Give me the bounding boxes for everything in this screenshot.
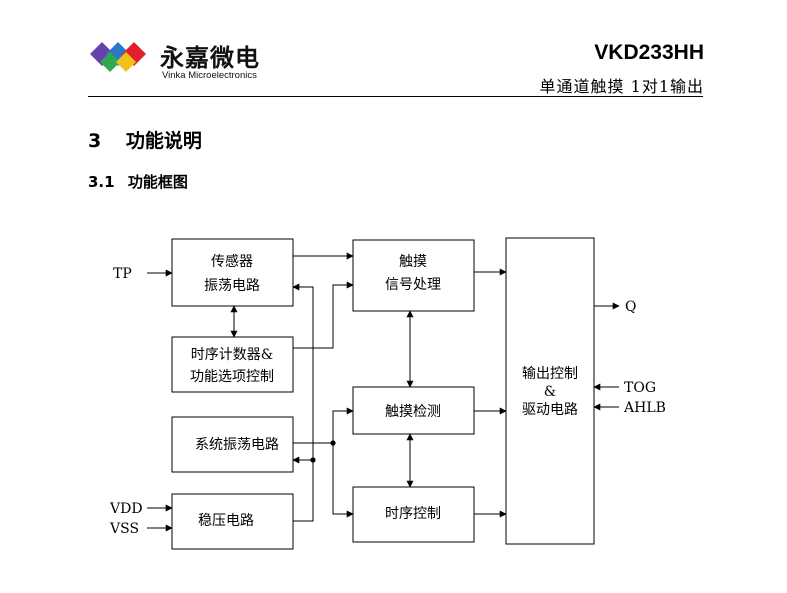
output-driver-label-2: & <box>544 384 556 400</box>
subsection-heading: 3.1 功能框图 <box>88 171 188 192</box>
sysosc-to-timing-arrow <box>332 443 354 518</box>
regulator-to-sensor-arrow <box>292 283 314 522</box>
timing-counter-label-1: 时序计数器& <box>191 347 273 363</box>
logo-diamonds-icon <box>90 42 146 72</box>
touch-detect-block <box>352 386 475 435</box>
output-driver-block <box>505 237 595 545</box>
timing-control-label: 时序控制 <box>385 506 441 522</box>
section-heading: 3 功能说明 <box>88 126 202 153</box>
sensor-label-2: 振荡电路 <box>204 278 260 294</box>
pin-ahlb-label: AHLB <box>623 400 666 416</box>
pin-vdd-label: VDD <box>109 501 143 517</box>
voltage-regulator-label: 稳压电路 <box>198 513 254 529</box>
subsection-number: 3.1 <box>88 173 115 191</box>
timing-counter-block <box>171 336 294 393</box>
output-driver-label-1: 输出控制 <box>522 366 578 382</box>
counter-to-signal-arrow <box>293 281 354 349</box>
junction-dot <box>330 440 336 446</box>
section-title: 功能说明 <box>125 130 202 152</box>
touch-signal-block <box>352 239 475 312</box>
document-subtitle: 单通道触摸 1对1输出 <box>539 77 704 96</box>
header-divider <box>88 96 703 97</box>
pin-tog-label: TOG <box>624 380 656 396</box>
timing-counter-label-2: 功能选项控制 <box>190 369 274 385</box>
junction-dot <box>310 457 316 463</box>
company-name-cn: 永嘉微电 <box>160 44 260 72</box>
pin-tp-label: TP <box>113 266 132 282</box>
part-number: VKD233HH <box>594 41 704 64</box>
company-logo <box>88 38 168 82</box>
pin-q-label: Q <box>625 299 636 315</box>
touch-signal-label-1: 触摸 <box>399 254 427 270</box>
system-oscillator-label: 系统振荡电路 <box>195 437 279 453</box>
sensor-oscillator-block <box>171 238 294 307</box>
sysosc-to-detect-arrow <box>332 407 354 443</box>
timing-control-block <box>352 486 475 543</box>
touch-signal-label-2: 信号处理 <box>385 277 441 293</box>
subsection-title: 功能框图 <box>127 173 188 191</box>
touch-detect-label: 触摸检测 <box>385 404 441 420</box>
system-oscillator-block <box>171 416 294 473</box>
output-driver-label-3: 驱动电路 <box>522 402 578 418</box>
company-name-en: Vinka Microelectronics <box>162 70 257 81</box>
section-number: 3 <box>88 130 102 152</box>
voltage-regulator-block <box>171 493 294 550</box>
pin-vss-label: VSS <box>109 521 139 537</box>
sensor-label-1: 传感器 <box>211 253 253 270</box>
